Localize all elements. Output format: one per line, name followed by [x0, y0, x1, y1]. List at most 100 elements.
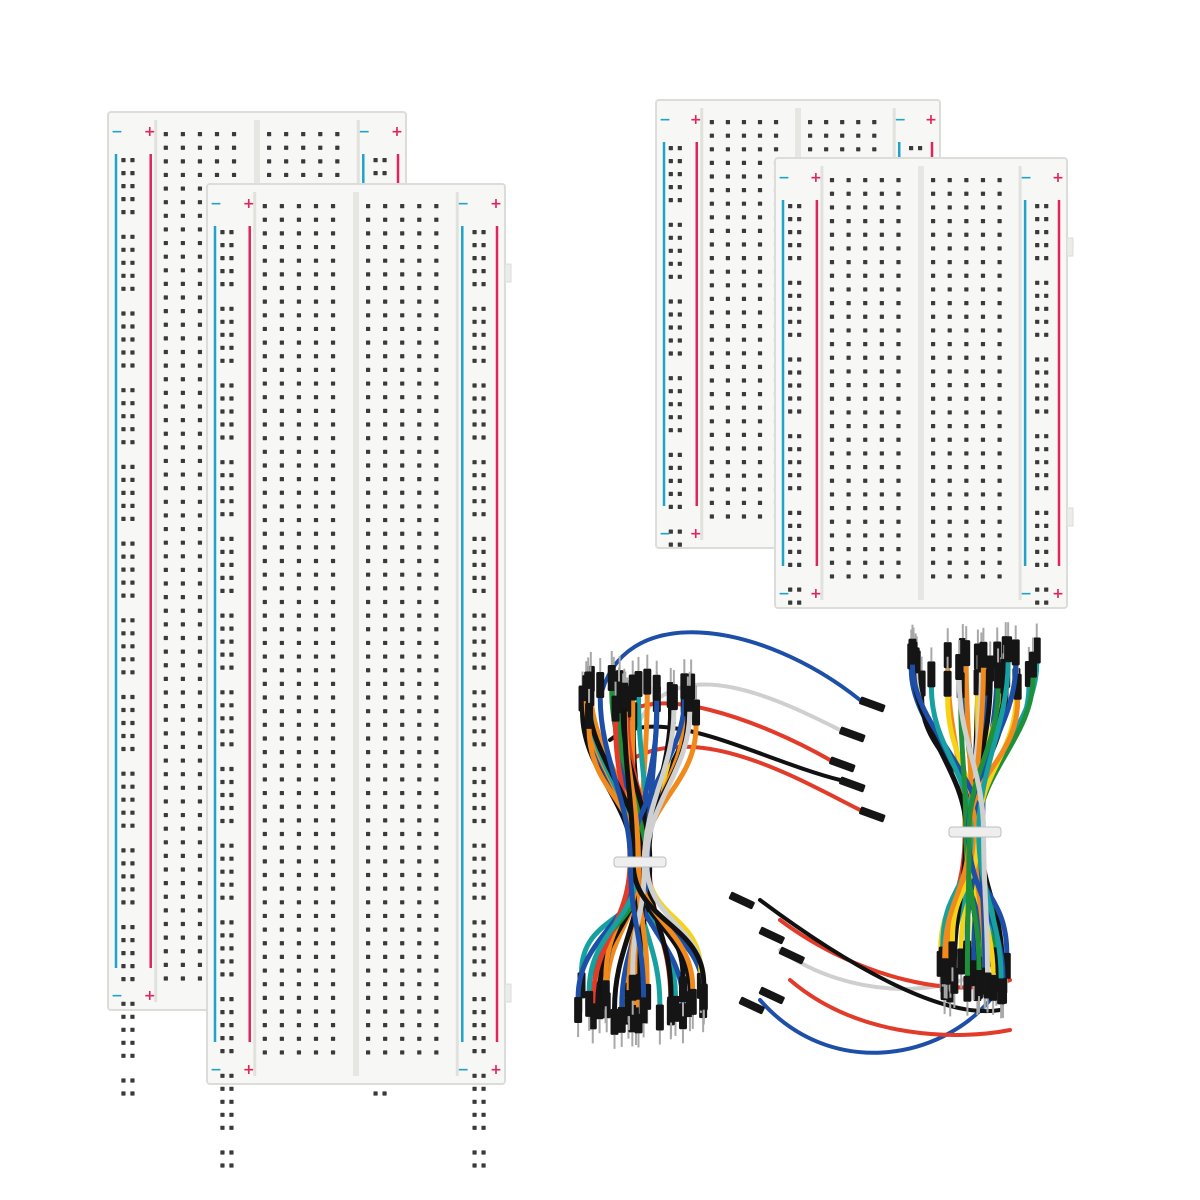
pin-housing [728, 891, 755, 910]
hole-grid [472, 230, 486, 1168]
pin-housing [948, 941, 957, 968]
cable-tie [948, 826, 1002, 838]
jumper-wire-bundle-left [574, 650, 708, 1049]
breadboards: −+−+−+−+−+−+−+−+−+−+−+−+−+−+−+−+ [107, 99, 1074, 1168]
pin-housing [669, 684, 678, 711]
jumper-wire [788, 978, 1012, 1037]
hole-grid [829, 178, 901, 579]
pin-housing [839, 776, 866, 793]
plus-sign: + [144, 124, 156, 140]
jumper-wire [758, 998, 992, 1055]
pin-housing [738, 996, 765, 1015]
pin-housing [639, 997, 648, 1024]
plus-sign: + [1052, 170, 1064, 186]
pin-housing [994, 662, 1003, 689]
minus-sign: − [210, 1062, 222, 1078]
cable-tie [613, 856, 667, 868]
pin-housing [607, 664, 616, 691]
pin-housing [1011, 639, 1020, 666]
plus-sign: + [391, 124, 403, 140]
pin-housing [601, 980, 610, 1007]
hole-grid [121, 158, 135, 1096]
plus-sign: + [925, 112, 937, 128]
jumper-wire [628, 744, 862, 812]
pin-housing [986, 655, 995, 682]
pin-housing [655, 1004, 664, 1031]
pin-housing [628, 974, 637, 1001]
pin-housing [617, 1006, 626, 1033]
pin-housing [611, 695, 620, 722]
pin-housing [829, 756, 856, 773]
pin-housing [955, 654, 964, 681]
hole-grid [788, 204, 802, 605]
pin-housing [678, 976, 687, 1003]
plus-sign: + [810, 170, 822, 186]
pin-housing [1028, 651, 1037, 678]
hole-grid [931, 178, 1002, 579]
minus-sign: − [111, 124, 123, 140]
pin-housing [685, 685, 694, 712]
pin-housing [962, 640, 971, 667]
pin-housing [859, 696, 886, 713]
minus-sign: − [778, 586, 790, 602]
pin-housing [908, 638, 917, 665]
pin-housing [839, 726, 866, 743]
pin-housing [997, 978, 1006, 1005]
hole-grid [262, 204, 336, 1055]
minus-sign: − [210, 196, 222, 212]
pin-housing [585, 702, 594, 729]
pin-housing [610, 1008, 619, 1035]
minus-sign: − [778, 170, 790, 186]
minus-sign: − [659, 112, 671, 128]
plus-sign: + [690, 112, 702, 128]
minus-sign: − [358, 124, 370, 140]
jumper-wires [574, 622, 1041, 1055]
plus-sign: + [243, 1062, 255, 1078]
pin-housing [778, 946, 805, 965]
pin-housing [574, 997, 583, 1024]
pin-housing [758, 986, 785, 1005]
pin-housing [943, 670, 952, 697]
pin-housing [688, 988, 697, 1015]
center-channel [353, 192, 359, 1076]
full-breadboard-front: −+−+−+−+ [206, 183, 512, 1168]
pin-housing [667, 996, 676, 1023]
pin-housing [975, 970, 984, 997]
plus-sign: + [1052, 586, 1064, 602]
plus-sign: + [810, 586, 822, 602]
pin-housing [585, 990, 594, 1017]
minus-sign: − [659, 526, 671, 542]
plus-sign: + [690, 526, 702, 542]
pin-housing [943, 642, 952, 669]
pin-housing [940, 958, 949, 985]
minus-sign: − [894, 112, 906, 128]
pin-housing [596, 672, 605, 699]
pin-housing [652, 674, 661, 701]
pin-housing [584, 671, 593, 698]
pin-housing [983, 972, 992, 999]
hole-grid [668, 146, 682, 547]
plus-sign: + [144, 988, 156, 1004]
pin-housing [692, 699, 701, 726]
pin-housing [927, 661, 936, 688]
minus-sign: − [1020, 586, 1032, 602]
hole-grid [220, 230, 234, 1168]
pin-housing [620, 682, 629, 709]
plus-sign: + [243, 196, 255, 212]
minus-sign: − [111, 988, 123, 1004]
plus-sign: + [490, 196, 502, 212]
pin-housing [859, 806, 886, 823]
minus-sign: − [457, 196, 469, 212]
pin-housing [699, 983, 708, 1010]
plus-sign: + [490, 1062, 502, 1078]
pin-housing [643, 668, 652, 695]
pin-housing [979, 641, 988, 668]
hole-grid [366, 204, 439, 1055]
minus-sign: − [1020, 170, 1032, 186]
pin-housing [758, 926, 785, 945]
pin-housing [963, 975, 972, 1002]
hole-grid [1035, 204, 1049, 605]
jumper-wire-bundle-right [907, 622, 1041, 1019]
pin-housing [1004, 636, 1013, 663]
